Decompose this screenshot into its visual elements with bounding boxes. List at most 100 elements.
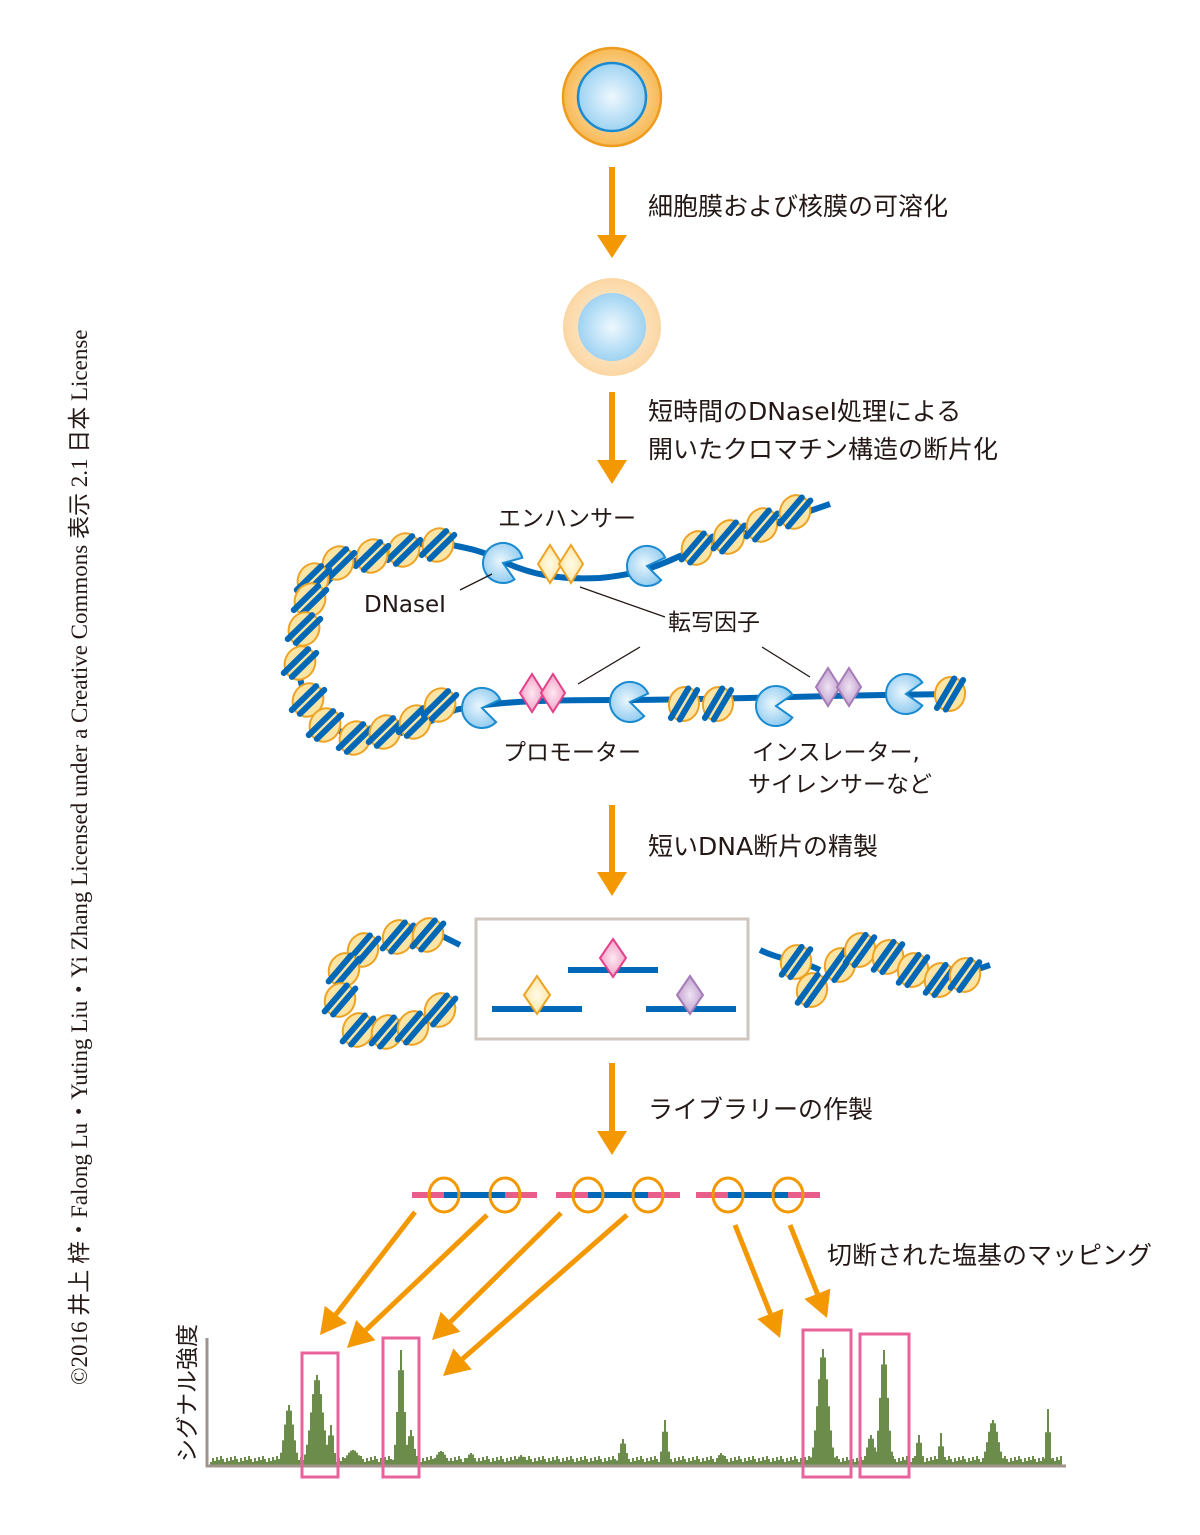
license-credit: ©2016 井上 梓・Falong Lu・Yuting Liu・Yi Zhang… <box>67 329 92 1385</box>
cut-site-marker <box>488 1176 522 1214</box>
dna-wrap <box>851 934 878 969</box>
signal-bar <box>1010 1458 1012 1465</box>
dnase-enzyme <box>755 685 794 727</box>
signal-bar <box>746 1461 748 1465</box>
peak-highlight-box <box>300 1351 340 1479</box>
signal-bar <box>386 1460 388 1465</box>
nucleosome <box>379 919 417 955</box>
signal-bar <box>724 1456 726 1465</box>
signal-bar <box>578 1461 580 1465</box>
signal-bar <box>1052 1458 1054 1465</box>
signal-bar <box>896 1462 898 1465</box>
dna-wrap <box>922 961 949 996</box>
dna-wrap <box>678 530 707 563</box>
signal-bar <box>584 1456 586 1465</box>
signal-bar <box>706 1457 708 1465</box>
signal-bar <box>246 1460 248 1465</box>
signal-bar <box>230 1457 232 1465</box>
signal-bar <box>556 1456 558 1465</box>
dna-wrap <box>339 1012 368 1045</box>
signal-bar <box>574 1462 576 1465</box>
signal-bar <box>790 1457 792 1465</box>
signal-bar <box>696 1456 698 1465</box>
signal-bar <box>218 1460 220 1465</box>
signal-bar <box>954 1458 956 1465</box>
signal-bar <box>716 1458 718 1465</box>
signal-bar <box>922 1456 924 1465</box>
dna-wrap <box>418 528 450 559</box>
signal-bar <box>516 1459 518 1465</box>
signal-bar <box>714 1462 716 1465</box>
signal-bar <box>356 1452 358 1465</box>
dna-wrap <box>321 982 350 1015</box>
signal-bar <box>544 1459 546 1465</box>
signal-bar <box>680 1460 682 1465</box>
signal-bar <box>572 1459 574 1465</box>
signal-bar <box>622 1439 624 1465</box>
enhancer-tf <box>536 543 585 585</box>
signal-bar <box>736 1460 738 1465</box>
signal-bar <box>466 1457 468 1465</box>
signal-bar <box>222 1459 224 1465</box>
nucleosome <box>394 1010 432 1046</box>
signal-bar <box>482 1457 484 1465</box>
signal-bar <box>856 1458 858 1465</box>
signal-bar <box>710 1456 712 1465</box>
dna-wrap <box>956 959 983 994</box>
signal-bar <box>732 1461 734 1465</box>
signal-bar <box>726 1459 728 1465</box>
signal-bar <box>494 1461 496 1465</box>
dna-wrap <box>879 941 906 976</box>
nucleosome <box>778 943 814 981</box>
mapping-arrow-shaft <box>448 1211 563 1324</box>
signal-bar <box>286 1410 288 1465</box>
tf-diamond-insulator <box>835 666 863 708</box>
signal-bar <box>590 1458 592 1465</box>
signal-bar <box>634 1461 636 1465</box>
signal-bar <box>448 1460 450 1465</box>
signal-bar <box>885 1364 887 1465</box>
signal-bar <box>450 1458 452 1465</box>
dna-wrap <box>290 583 322 614</box>
signal-bar <box>228 1461 230 1465</box>
cut-site-marker <box>427 1176 461 1214</box>
dna-wrap <box>752 510 781 543</box>
tf-diamond-promoter <box>539 672 567 714</box>
nucleus <box>578 293 646 361</box>
dna-wrap <box>348 1015 377 1048</box>
signal-bar <box>998 1442 1000 1465</box>
signal-bar <box>274 1460 276 1465</box>
dna-wrap <box>803 974 830 1009</box>
signal-bar <box>872 1438 874 1465</box>
signal-bar <box>626 1453 628 1465</box>
signal-bar <box>928 1461 930 1465</box>
signal-y-label: シグナル強度 <box>175 1324 201 1462</box>
signal-bar <box>458 1456 460 1465</box>
signal-bar <box>580 1457 582 1465</box>
peak-highlight-box <box>381 1336 421 1479</box>
signal-bar <box>758 1458 760 1465</box>
signal-bar <box>224 1462 226 1465</box>
signal-bar <box>866 1447 868 1465</box>
signal-bar <box>352 1450 354 1465</box>
signal-bar <box>406 1444 408 1465</box>
signal-bar <box>887 1397 889 1465</box>
signal-bar <box>330 1425 332 1465</box>
signal-bar <box>964 1459 966 1465</box>
signal-bars <box>210 1349 1062 1465</box>
signal-bar <box>308 1430 310 1465</box>
signal-bar <box>848 1460 850 1465</box>
signal-bar <box>438 1452 440 1465</box>
signal-bar <box>244 1457 246 1465</box>
dna-wrap <box>280 646 312 677</box>
signal-bar <box>372 1460 374 1465</box>
label-dnase: DNaseⅠ <box>364 592 446 618</box>
signal-bar <box>678 1457 680 1465</box>
dna-wrap <box>335 721 367 752</box>
signal-bar <box>780 1456 782 1465</box>
step-label-dnase-line2: 開いたクロマチン構造の断片化 <box>648 435 998 464</box>
signal-bar <box>294 1440 296 1465</box>
signal-bar <box>792 1460 794 1465</box>
signal-bar <box>877 1430 879 1465</box>
signal-bar <box>538 1457 540 1465</box>
